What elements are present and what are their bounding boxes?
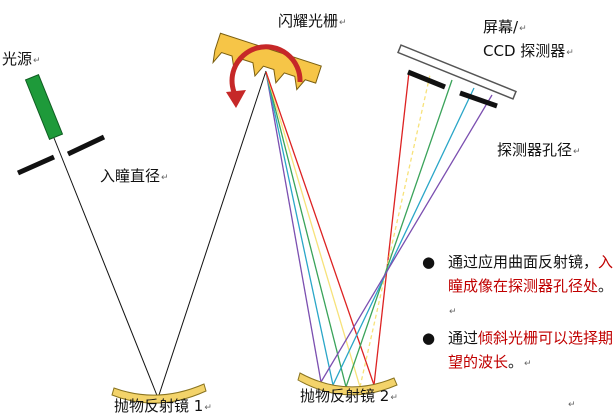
bullet-dot-icon: ● — [422, 253, 436, 271]
parabolic-mirror-1 — [111, 383, 207, 404]
bullet-notes: ●通过应用曲面反射镜，入瞳成像在探测器孔径处。↵ ●通过倾斜光栅可以选择期望的波… — [418, 250, 615, 376]
label-mirror-2: 抛物反射镜 2↵ — [300, 387, 398, 405]
entrance-pupil-bar-left — [16, 154, 56, 176]
entrance-pupil-bar-right — [66, 134, 106, 157]
label-grating: 闪耀光栅↵ — [278, 12, 347, 30]
label-mirror-1: 抛物反射镜 1↵ — [114, 397, 212, 415]
incoming-ray — [53, 137, 159, 399]
bullet-item-1: ●通过应用曲面反射镜，入瞳成像在探测器孔径处。↵ — [418, 250, 615, 324]
focused-rays — [320, 71, 493, 388]
detector-aperture-bar-left — [407, 69, 446, 90]
parabolic-mirror-2 — [297, 372, 398, 396]
label-light-source: 光源↵ — [2, 50, 41, 68]
label-detector-aperture: 探测器孔径↵ — [497, 141, 581, 159]
detector-aperture-bar-right — [459, 90, 498, 109]
blazed-grating — [212, 32, 322, 91]
label-entrance-pupil: 入瞳直径↵ — [100, 167, 169, 185]
ccd-screen — [397, 44, 517, 100]
light-source — [24, 74, 64, 140]
collimated-ray — [157, 70, 267, 399]
bullet-dot-icon: ● — [422, 329, 436, 347]
rotation-arrow-icon — [226, 44, 303, 108]
label-ccd: CCD 探测器↵ — [483, 42, 574, 60]
diffracted-rays — [265, 71, 375, 388]
paragraph-mark: ↵ — [568, 400, 576, 410]
label-screen: 屏幕/↵ — [483, 18, 527, 36]
bullet-item-2: ●通过倾斜光栅可以选择期望的波长。↵ — [418, 326, 615, 376]
